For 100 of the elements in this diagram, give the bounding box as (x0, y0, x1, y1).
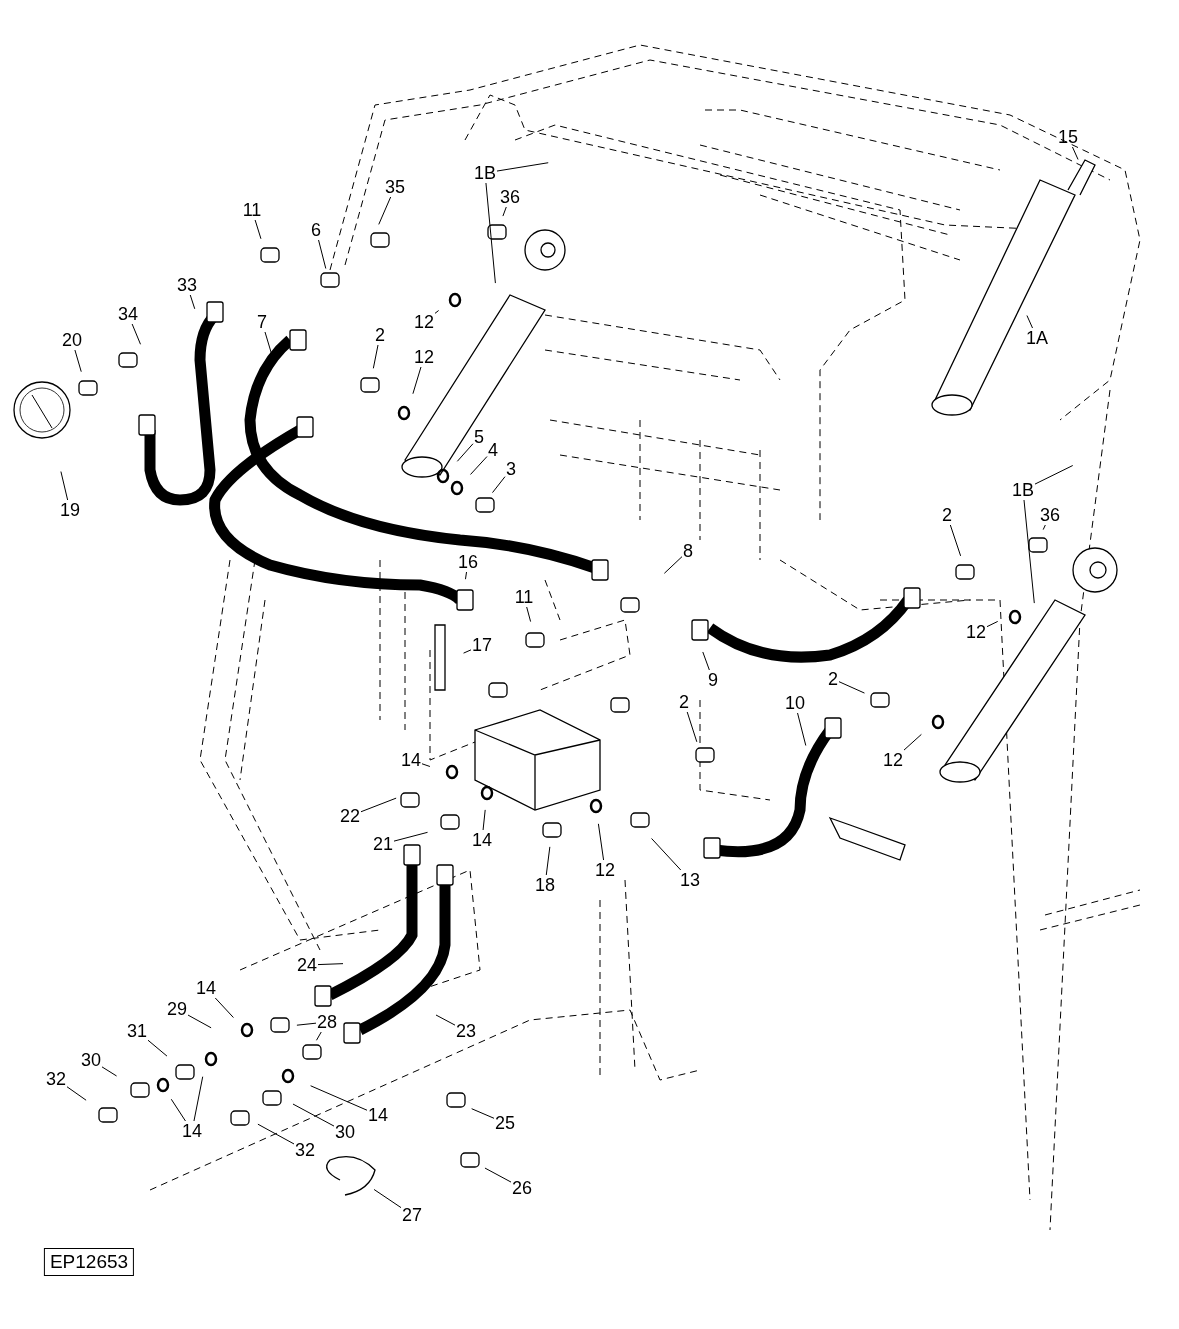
callout-number: 33 (176, 275, 198, 295)
leader-line (296, 1022, 317, 1026)
callout-number: 18 (534, 875, 556, 895)
leader-line (435, 1014, 456, 1026)
callout-number: 17 (471, 635, 493, 655)
leader-line (412, 366, 422, 395)
callout-number: 27 (401, 1205, 423, 1225)
leader-line (393, 831, 429, 842)
leader-line (60, 471, 69, 501)
callout-number: 34 (117, 304, 139, 324)
leader-line (463, 649, 472, 654)
leader-line (193, 1076, 204, 1122)
leader-line (482, 809, 486, 831)
callout-number: 3 (505, 459, 517, 479)
callout-number: 29 (166, 999, 188, 1019)
callout-number: 14 (195, 978, 217, 998)
leader-line (360, 797, 397, 813)
leader-line (702, 651, 710, 671)
callout-number: 36 (1039, 505, 1061, 525)
callout-number: 25 (494, 1113, 516, 1133)
callout-number: 32 (294, 1140, 316, 1160)
callout-number: 14 (471, 830, 493, 850)
callout-number: 2 (827, 669, 839, 689)
leader-line (316, 1031, 322, 1041)
leader-line (1023, 499, 1035, 604)
callout-number: 2 (941, 505, 953, 525)
callout-number: 12 (594, 860, 616, 880)
leader-line (292, 1103, 335, 1127)
callout-number: 8 (682, 541, 694, 561)
callout-number: 16 (457, 552, 479, 572)
leader-line (147, 1039, 168, 1057)
leader-line (254, 219, 262, 240)
leader-line (310, 1085, 368, 1111)
callout-number: 2 (374, 325, 386, 345)
leader-line (1034, 465, 1074, 485)
leader-line (101, 1066, 118, 1077)
leader-line (170, 1098, 186, 1122)
callout-number: 35 (384, 177, 406, 197)
leader-line (378, 196, 392, 225)
leader-line (372, 344, 379, 369)
callout-number: 20 (61, 330, 83, 350)
callout-number: 12 (413, 347, 435, 367)
callout-number: 12 (882, 750, 904, 770)
callout-number: 10 (784, 693, 806, 713)
leader-line (1026, 315, 1034, 329)
callout-number: 31 (126, 1021, 148, 1041)
callout-number: 12 (965, 622, 987, 642)
callout-number: 30 (334, 1122, 356, 1142)
leader-line (903, 733, 922, 751)
leader-line (456, 443, 474, 462)
leader-line (257, 1123, 295, 1145)
callout-number: 23 (455, 1021, 477, 1041)
callout-number: 14 (400, 750, 422, 770)
leader-line (797, 712, 807, 746)
figure-number: EP12653 (43, 1248, 135, 1276)
leader-line (663, 556, 683, 574)
callout-number: 2 (678, 692, 690, 712)
leader-line (686, 711, 698, 743)
leader-line (74, 349, 82, 373)
callout-number: 9 (707, 670, 719, 690)
callout-number: 12 (413, 312, 435, 332)
leader-line (214, 997, 234, 1019)
leader-line (318, 239, 327, 270)
callout-number: 6 (310, 220, 322, 240)
callout-number: 11 (513, 587, 535, 607)
callout-number: 30 (80, 1050, 102, 1070)
leader-line (1071, 146, 1079, 160)
callout-number: 4 (487, 440, 499, 460)
leader-line (373, 1189, 402, 1209)
leader-line (434, 310, 440, 314)
leader-line (189, 294, 196, 310)
callout-number: 22 (339, 806, 361, 826)
callout-number: 26 (511, 1178, 533, 1198)
callout-number: 7 (256, 312, 268, 332)
callout-number: 19 (59, 500, 81, 520)
leader-line (502, 206, 507, 217)
leader-line (484, 1167, 512, 1183)
callout-number: 1B (473, 163, 497, 183)
callout-number: 13 (679, 870, 701, 890)
leader-line (597, 823, 605, 861)
callout-number: 14 (367, 1105, 389, 1125)
leader-line (131, 323, 141, 345)
callout-number: 1B (1011, 480, 1035, 500)
callout-number: 36 (499, 187, 521, 207)
leader-line (470, 456, 488, 475)
leader-line (1042, 524, 1046, 531)
leader-line (66, 1086, 87, 1101)
callout-number: 24 (296, 955, 318, 975)
leader-line (949, 524, 962, 557)
callout-number: 28 (316, 1012, 338, 1032)
leader-line (545, 846, 551, 876)
leader-line (651, 837, 682, 871)
callout-number: 14 (181, 1121, 203, 1141)
leader-line (526, 606, 532, 623)
callout-number: 1A (1025, 328, 1049, 348)
leader-line (471, 1108, 495, 1119)
leader-line (421, 763, 431, 767)
leader-line (986, 620, 999, 628)
callout-number: 15 (1057, 127, 1079, 147)
leader-line (317, 963, 344, 966)
